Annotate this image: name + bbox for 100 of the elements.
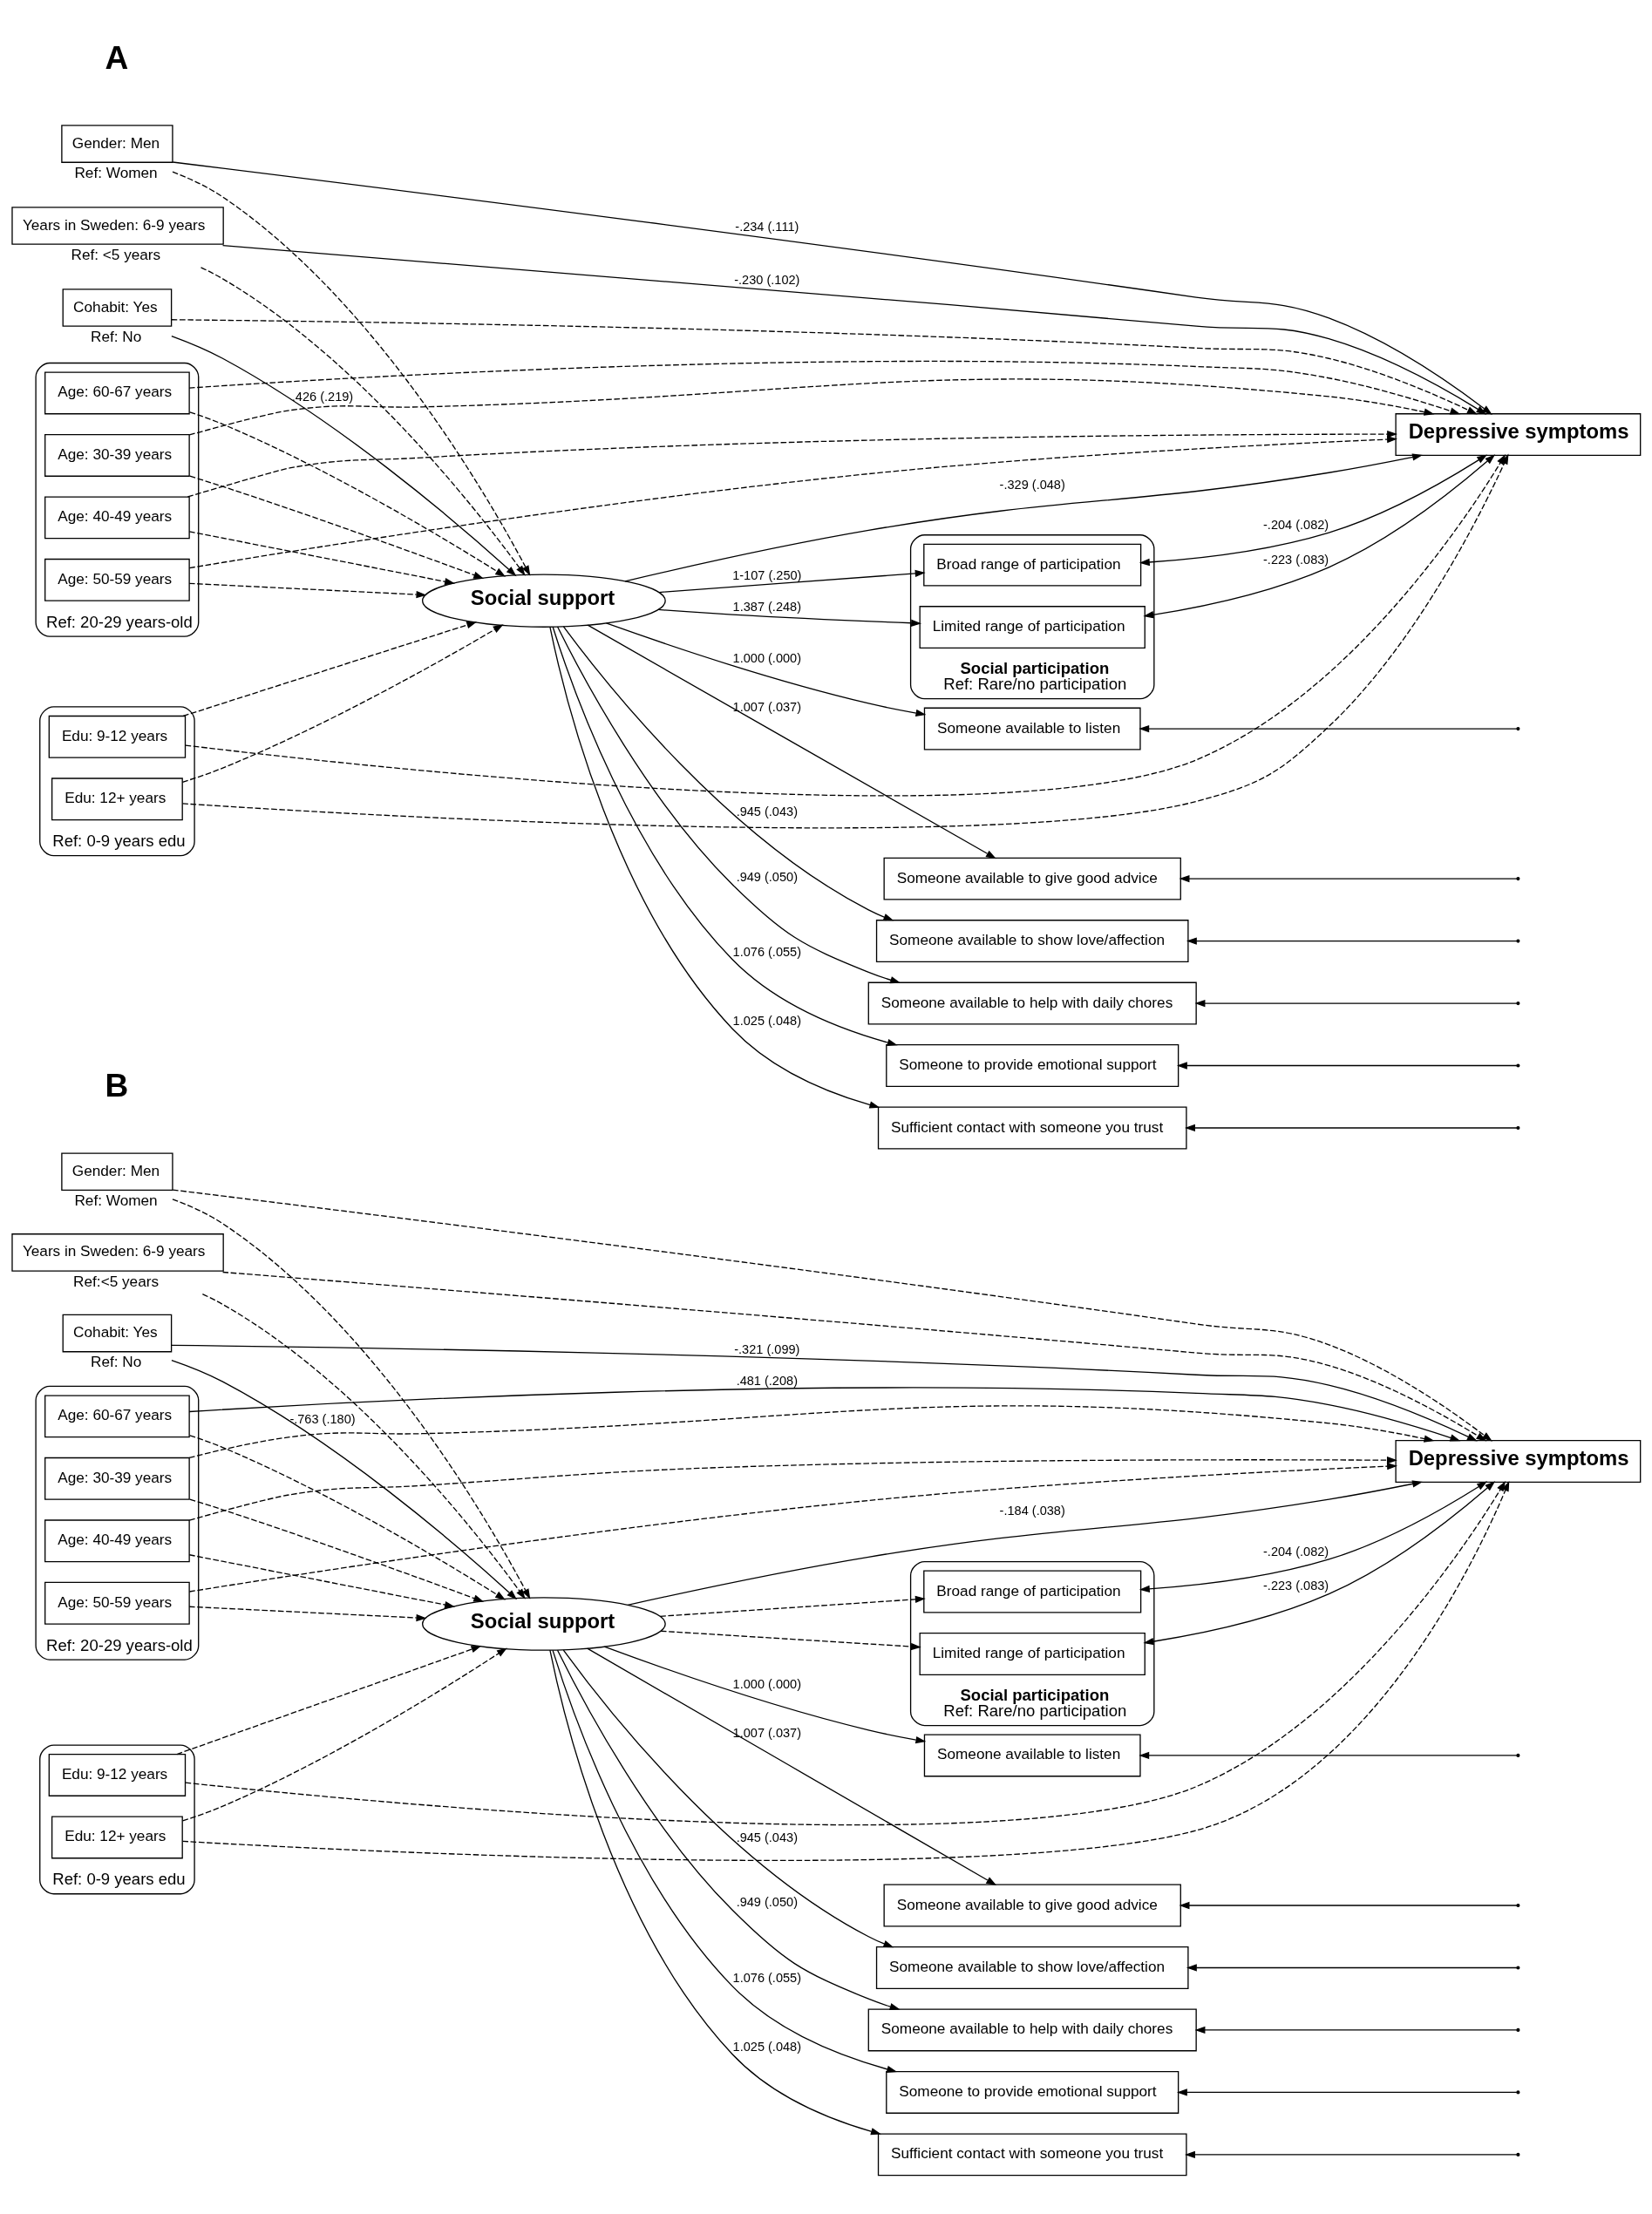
node-box: Age: 30-39 years xyxy=(44,433,190,477)
node-box: Someone to provide emotional support xyxy=(886,2070,1180,2114)
label: B xyxy=(105,1066,129,1104)
arrow xyxy=(660,1630,921,1650)
node-box: Age: 30-39 years xyxy=(44,1457,190,1500)
node-label: Ref: No xyxy=(90,327,142,345)
node-box: Age: 40-49 years xyxy=(44,495,190,539)
node-box: Years in Sweden: 6-9 years xyxy=(11,1233,224,1272)
arrow xyxy=(1139,1480,1488,1593)
arrow xyxy=(188,530,456,585)
arrow xyxy=(189,1498,485,1602)
node-box: Cohabit: Yes xyxy=(62,288,173,327)
node-box: Gender: Men xyxy=(61,124,173,163)
arrow xyxy=(624,452,1424,581)
arrow xyxy=(657,608,922,627)
node-box: Someone available to help with daily chores xyxy=(867,2007,1197,2051)
arrow xyxy=(556,625,901,983)
arrow xyxy=(172,1188,1492,1442)
arrow xyxy=(176,1645,482,1755)
node-box: Edu: 12+ years xyxy=(51,777,183,820)
node-box: Broad range of participation xyxy=(923,543,1142,587)
arrow xyxy=(1185,1124,1518,1131)
arrow xyxy=(549,1648,881,2135)
edge-label: 1.025 (.048) xyxy=(732,2039,802,2054)
arrow xyxy=(1143,1480,1496,1645)
arrow xyxy=(552,626,898,1046)
arrow xyxy=(171,1344,1478,1441)
node-box: Sufficient contact with someone you trust xyxy=(877,2132,1187,2176)
label: A xyxy=(105,38,129,76)
arrow xyxy=(221,244,1487,415)
edge-label: -.204 (.082) xyxy=(1263,1544,1329,1559)
edge-label: 1.076 (.055) xyxy=(732,1970,802,1985)
arrow xyxy=(1194,999,1518,1007)
edge-label: 1.000 (.000) xyxy=(732,650,802,665)
edge-label: .945 (.043) xyxy=(736,1830,798,1844)
arrow xyxy=(659,1595,926,1617)
node-box: Someone available to give good advice xyxy=(883,857,1181,900)
edge-label: .945 (.043) xyxy=(736,804,798,818)
edge-label: 1.000 (.000) xyxy=(732,1676,802,1691)
node-box: Age: 40-49 years xyxy=(44,1518,190,1562)
arrow xyxy=(1139,724,1518,732)
arrow xyxy=(603,1646,927,1743)
node-box: Someone available to show love/affection xyxy=(875,919,1189,962)
arrow xyxy=(188,1404,1435,1458)
arrow xyxy=(189,475,485,579)
node-box: Limited range of participation xyxy=(919,605,1146,649)
arrow xyxy=(549,625,880,1109)
edge-label: -.230 (.102) xyxy=(734,272,800,287)
edge-label: -.321 (.099) xyxy=(734,1341,800,1356)
edge-label: -.223 (.083) xyxy=(1263,552,1329,567)
node-label: Ref: Women xyxy=(74,1191,158,1209)
arrow xyxy=(221,1271,1487,1442)
arrow xyxy=(605,621,927,716)
node-box: Someone available to give good advice xyxy=(883,1884,1181,1926)
arrow xyxy=(188,360,1461,414)
arrow xyxy=(1186,1963,1518,1972)
arrow xyxy=(189,411,506,577)
arrow xyxy=(188,1553,456,1608)
node-label: Ref: Women xyxy=(74,163,158,181)
arrow xyxy=(188,1606,427,1621)
node-box: Depressive symptoms xyxy=(1395,1439,1642,1483)
arrow xyxy=(182,621,478,716)
arrow xyxy=(188,1462,1398,1593)
edge-label: 1.076 (.055) xyxy=(732,944,802,959)
arrow xyxy=(587,624,996,859)
edge-label: .426 (.219) xyxy=(291,389,354,404)
arrow xyxy=(1185,2150,1518,2158)
edge-label: 1.007 (.037) xyxy=(732,699,802,714)
arrow xyxy=(189,1434,506,1600)
node-label: Ref: <5 years xyxy=(71,245,161,263)
arrow xyxy=(200,266,526,576)
arrow xyxy=(1139,1751,1518,1759)
edge-label: 1-107 (.250) xyxy=(732,567,802,582)
arrow xyxy=(587,1647,997,1885)
edge-label: -.234 (.111) xyxy=(735,219,799,234)
edge-label: 1.025 (.048) xyxy=(732,1013,802,1028)
arrow xyxy=(171,1359,518,1599)
edge-label: .481 (.208) xyxy=(736,1373,798,1388)
arrow xyxy=(187,430,1398,498)
arrow xyxy=(172,160,1492,415)
arrow xyxy=(188,1456,1397,1521)
arrow xyxy=(172,171,531,576)
arrow xyxy=(171,318,1478,414)
node-box: Age: 60-67 years xyxy=(44,1394,190,1437)
node-box: Someone available to listen xyxy=(923,1734,1141,1776)
arrow xyxy=(1176,1061,1518,1070)
arrow xyxy=(1179,874,1518,882)
node-box: Age: 60-67 years xyxy=(44,370,190,414)
node-box: Edu: 12+ years xyxy=(51,1815,183,1858)
arrow xyxy=(552,1649,898,2073)
edge-label: 1.387 (.248) xyxy=(732,599,802,614)
arrow xyxy=(181,1647,507,1821)
arrow xyxy=(172,1198,531,1599)
arrow xyxy=(188,582,427,598)
arrow xyxy=(188,377,1435,436)
arrow xyxy=(1176,2088,1518,2096)
node-box: Age: 50-59 years xyxy=(44,1581,190,1625)
edge-label: 1.007 (.037) xyxy=(732,1725,802,1740)
node-box: Sufficient contact with someone you trust xyxy=(877,1106,1187,1149)
node-box: Cohabit: Yes xyxy=(62,1314,173,1352)
